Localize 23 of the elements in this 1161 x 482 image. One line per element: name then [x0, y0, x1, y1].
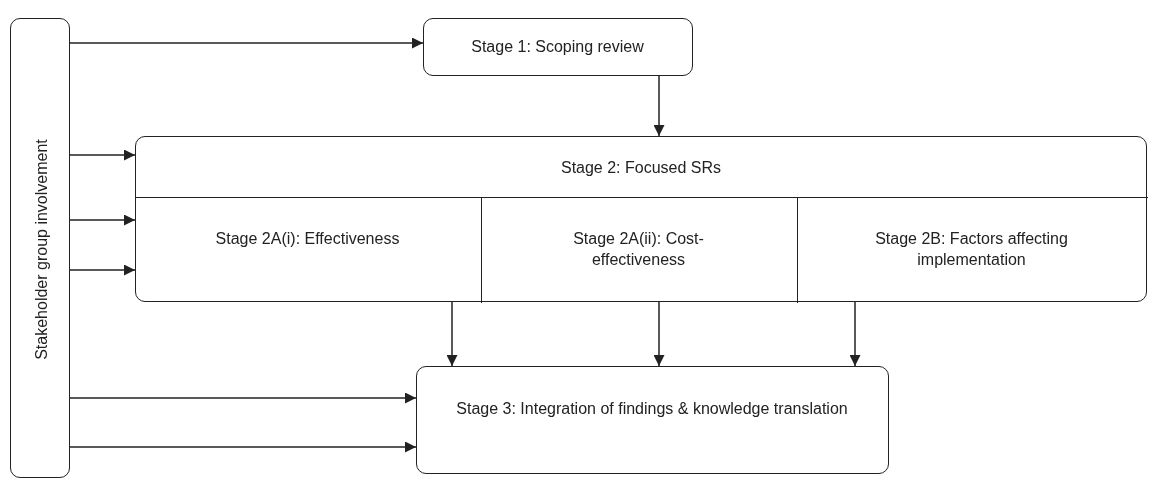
stage-label: Stage 2B: Factors affecting implementation: [874, 229, 1069, 270]
stage-label: Stakeholder group involvement: [31, 137, 51, 362]
arrow: [69, 264, 136, 276]
stage-label: Stage 2A(ii): Cost-effectiveness: [572, 229, 705, 270]
side-bar: [10, 18, 70, 478]
arrow: [69, 441, 417, 453]
arrow: [653, 301, 665, 367]
stage-box: [416, 366, 889, 474]
stage-label: Stage 1: Scoping review: [470, 36, 645, 57]
arrow: [653, 75, 665, 137]
arrow: [69, 37, 424, 49]
stage-box: [135, 136, 1147, 302]
stage-label: Stage 2: Focused SRs: [559, 158, 723, 178]
arrow: [849, 301, 861, 367]
arrow: [69, 214, 136, 226]
arrow: [69, 392, 417, 404]
stage-label: Stage 2A(i): Effectiveness: [214, 229, 401, 249]
stage-box: [423, 18, 693, 76]
stage-label: Stage 3: Integration of findings & knowledge translation: [455, 399, 849, 419]
arrow: [446, 301, 458, 367]
stage-cell: [482, 197, 798, 303]
stage-cell: [136, 197, 482, 303]
arrow: [69, 149, 136, 161]
